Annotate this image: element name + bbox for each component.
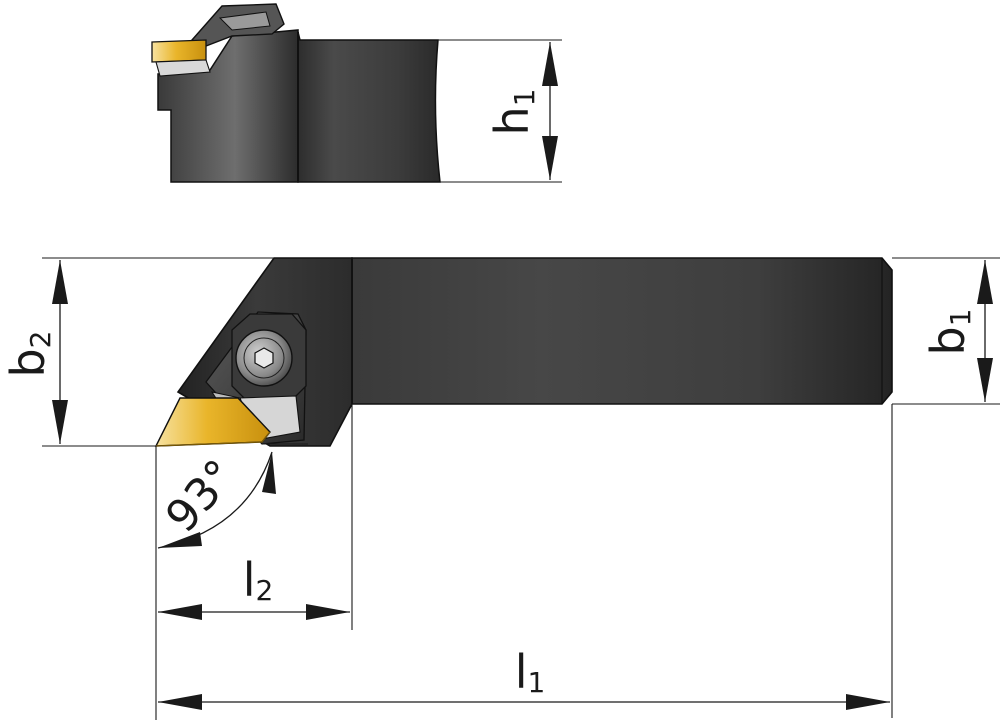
- label-b2: b2: [1, 330, 57, 377]
- label-angle-text: 93°: [156, 450, 246, 542]
- svg-text:h1: h1: [485, 89, 541, 136]
- side-view: [151, 3, 441, 183]
- svg-text:b1: b1: [921, 308, 977, 355]
- label-l1-sub: 1: [527, 666, 545, 699]
- label-b1-sub: 1: [944, 308, 977, 326]
- label-l1: l1: [515, 645, 546, 699]
- label-l2-sub: 2: [255, 574, 273, 607]
- dimension-l2: [155, 404, 353, 720]
- label-h1-letter: h: [485, 106, 539, 135]
- dimension-b2: [42, 257, 274, 447]
- label-b2-sub: 2: [24, 330, 57, 348]
- top-view: [154, 257, 893, 447]
- svg-text:b2: b2: [1, 330, 57, 377]
- side-view-shank: [297, 31, 441, 183]
- label-l2: l2: [243, 553, 274, 607]
- hex-socket-icon: [254, 347, 274, 369]
- dimension-l1: [158, 404, 893, 718]
- label-l2-letter: l: [243, 553, 256, 607]
- dimension-angle: [155, 443, 308, 552]
- top-view-shank: [351, 257, 893, 405]
- side-view-insert: [151, 39, 207, 63]
- label-h1-sub: 1: [508, 89, 541, 107]
- dimension-h1: [438, 39, 562, 183]
- label-b2-letter: b: [1, 348, 55, 377]
- label-l1-letter: l: [515, 645, 528, 699]
- label-angle: 93°: [156, 450, 246, 542]
- label-b1: b1: [921, 308, 977, 355]
- label-h1: h1: [485, 89, 541, 136]
- label-b1-letter: b: [921, 326, 975, 355]
- dimension-b1: [892, 257, 1000, 405]
